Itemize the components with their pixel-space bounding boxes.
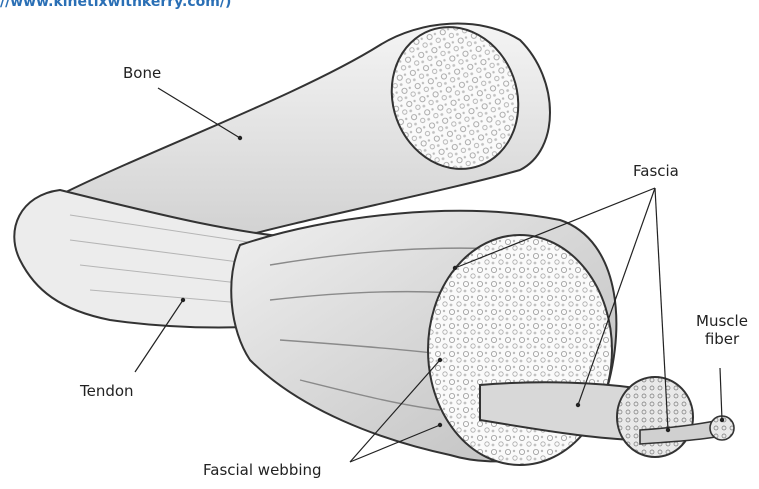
label-muscle-fiber-line2: fiber xyxy=(692,330,752,348)
source-url: //www.kinetixwithkerry.com/) xyxy=(0,0,231,10)
label-muscle-fiber-line1: Muscle xyxy=(692,312,752,330)
label-fascia: Fascia xyxy=(633,162,679,180)
label-tendon: Tendon xyxy=(80,382,134,400)
label-muscle-fiber: Muscle fiber xyxy=(692,312,752,348)
label-fascial-webbing: Fascial webbing xyxy=(203,461,322,479)
label-bone: Bone xyxy=(123,64,161,82)
